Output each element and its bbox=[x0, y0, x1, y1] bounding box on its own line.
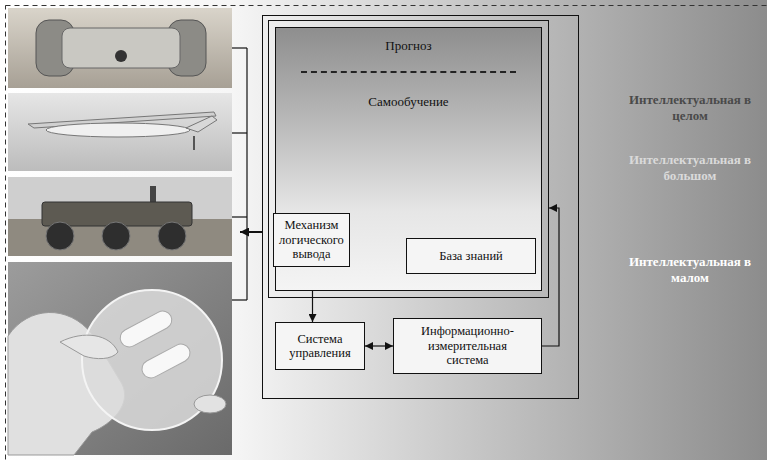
region-heading: Прогноз bbox=[279, 38, 538, 54]
wire bbox=[232, 132, 247, 133]
box-text-group: Система управления bbox=[281, 332, 359, 361]
level-label: Интеллектуальная в большом bbox=[618, 152, 762, 185]
tracked-robot-photo bbox=[8, 8, 232, 88]
rover-photo bbox=[8, 177, 232, 256]
robot-body bbox=[62, 28, 180, 68]
rover-mast bbox=[150, 186, 156, 204]
sphere-capsule bbox=[139, 341, 193, 381]
rover-wheel bbox=[46, 222, 74, 250]
robot-camera bbox=[115, 50, 127, 62]
level-label: Интеллектуальная в целом bbox=[618, 92, 762, 125]
box-text-group: Механизм логического вывода bbox=[279, 218, 344, 261]
wire bbox=[246, 48, 247, 300]
rover-wheel bbox=[102, 222, 130, 250]
dashed-border bbox=[6, 6, 767, 460]
box-text-group: База знаний bbox=[439, 249, 503, 263]
photo-ground bbox=[8, 8, 232, 88]
process-box: Механизм логического вывода bbox=[273, 213, 350, 267]
box-text: Механизм логического вывода bbox=[279, 218, 344, 261]
process-box: Информационно-измерительная система bbox=[393, 318, 542, 374]
bus-arrow bbox=[240, 231, 262, 233]
connector-arrow bbox=[365, 345, 393, 346]
level-label: Интеллектуальная в малом bbox=[618, 254, 762, 287]
forecast-frame: ПрогнозСамообучениеМеханизм логического … bbox=[268, 20, 549, 298]
wire bbox=[232, 47, 247, 48]
box-text-group: Информационно-измерительная система bbox=[416, 324, 520, 367]
rover-wheel bbox=[158, 222, 186, 250]
box-text: Информационно-измерительная система bbox=[416, 324, 520, 367]
sphere-robot-photo bbox=[8, 262, 232, 455]
drone-photo bbox=[8, 93, 232, 171]
thumb bbox=[60, 335, 118, 358]
wire bbox=[232, 216, 247, 217]
finger bbox=[194, 395, 226, 413]
drone-strut bbox=[193, 136, 195, 150]
outer-frame bbox=[263, 16, 579, 399]
bus-wires bbox=[232, 48, 262, 300]
process-box: Система управления bbox=[275, 322, 365, 370]
photo-ground bbox=[8, 219, 232, 256]
photo-ground bbox=[8, 93, 232, 171]
box-text: База знаний bbox=[439, 249, 503, 263]
drone-fuselage bbox=[46, 123, 190, 137]
box-text: Система управления bbox=[281, 332, 359, 361]
connector-arrow bbox=[542, 208, 559, 346]
photo-ground bbox=[8, 262, 232, 455]
process-box: База знаний bbox=[406, 238, 536, 274]
wire bbox=[232, 299, 247, 300]
drone-tail bbox=[186, 116, 217, 132]
sphere-capsule bbox=[117, 308, 175, 350]
region-heading: Самообучение bbox=[279, 94, 538, 110]
dashed-divider bbox=[301, 71, 516, 73]
